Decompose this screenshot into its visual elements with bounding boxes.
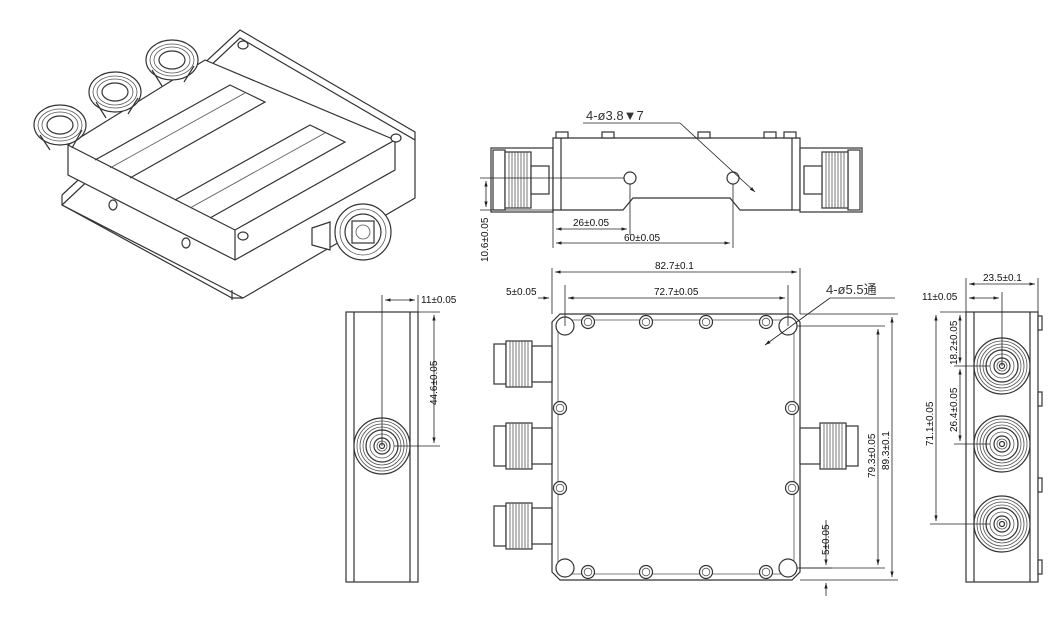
dim-top-72-7: 72.7±0.05 [654,287,699,298]
dim-side-26: 26±0.05 [573,218,610,229]
note-hole-small: 4-ø3.8▼7 [586,108,644,123]
dim-top-79-3: 79.3±0.05 [867,433,878,478]
side-view [480,122,863,248]
dim-right-18-2: 18.2±0.05 [949,320,960,365]
note-hole-large: 4-ø5.5通 [826,282,877,297]
dim-right-11: 11±0.05 [922,292,958,303]
dim-top-5b: 5±0.05 [821,524,832,555]
dim-left-11: 11±0.05 [421,295,457,306]
dim-side-10-6: 10.6±0.05 [480,217,491,262]
dim-right-26-4: 26.4±0.05 [949,387,960,432]
dim-top-5a: 5±0.05 [506,287,537,298]
dim-top-89-3: 89.3±0.1 [881,431,892,470]
dim-side-60: 60±0.05 [624,233,661,244]
left-end-view [345,295,440,583]
right-end-view [930,278,1043,583]
dim-right-23-5: 23.5±0.1 [983,273,1022,284]
dim-right-71-1: 71.1±0.05 [925,401,936,446]
top-view [493,268,898,596]
isometric-view [33,29,416,300]
dim-left-44-6: 44.6±0.05 [429,360,440,405]
dim-top-82-7: 82.7±0.1 [655,261,694,272]
